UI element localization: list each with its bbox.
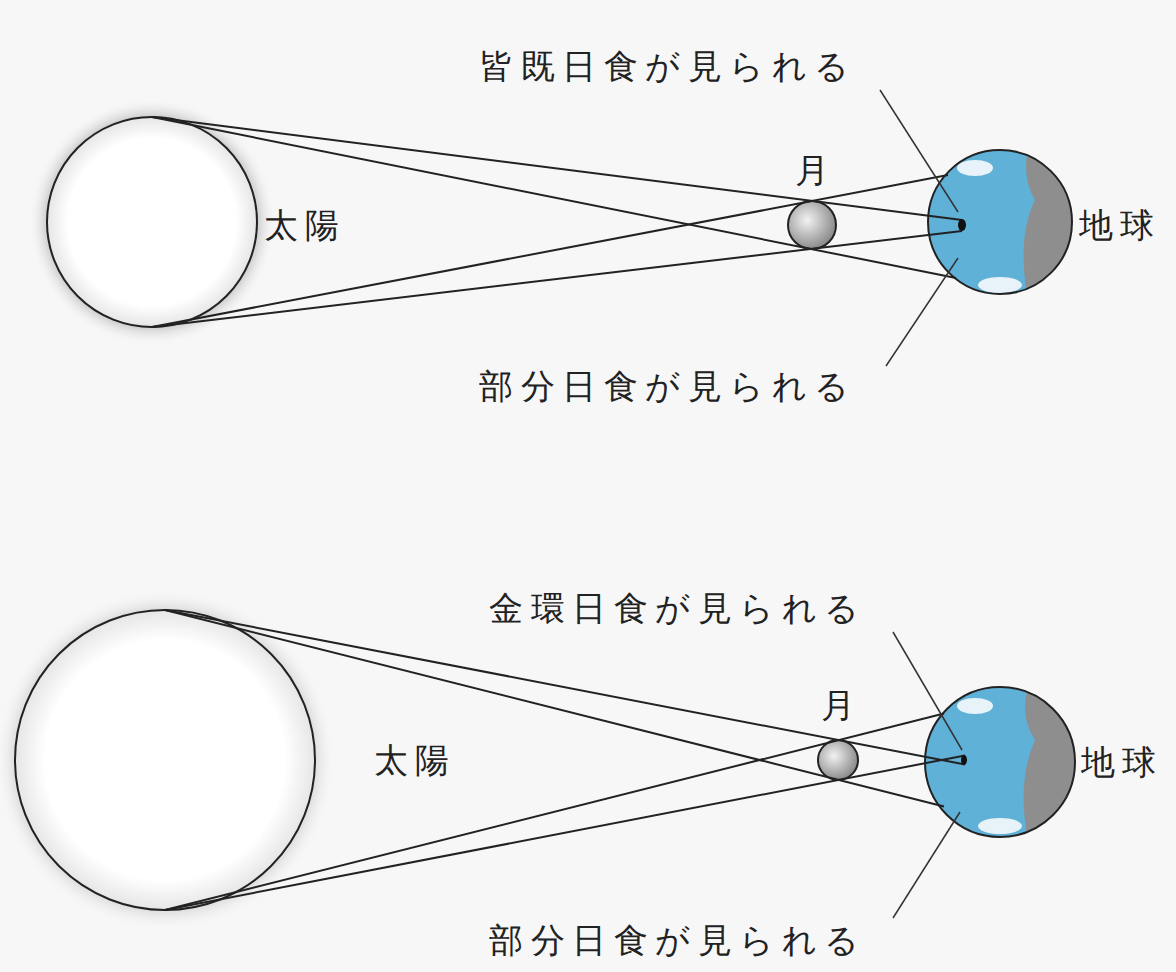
caption-text: 部分日食が見られる xyxy=(489,920,866,961)
moon xyxy=(788,201,836,249)
leader-lines xyxy=(893,632,962,918)
sun xyxy=(15,610,315,910)
caption-text: 部分日食が見られる xyxy=(479,366,856,407)
caption-text: 金環日食が見られる xyxy=(489,588,866,629)
caption-text: 皆既日食が見られる xyxy=(479,46,856,87)
part-name: 太陽 xyxy=(374,740,457,781)
earth xyxy=(920,140,1080,310)
shadow-lines xyxy=(165,610,965,910)
moon xyxy=(818,740,858,780)
sun-glow xyxy=(0,588,337,932)
shadow-lines xyxy=(152,117,962,327)
umbra-spot xyxy=(958,219,966,231)
umbra-spot xyxy=(961,755,967,765)
part-name: 月 xyxy=(795,150,829,191)
sun xyxy=(47,117,257,327)
leader-lines xyxy=(880,90,958,366)
part-name: 太陽 xyxy=(264,205,347,246)
part-name: 月 xyxy=(821,685,855,726)
part-name: 地球 xyxy=(1079,205,1162,246)
part-name: 地球 xyxy=(1081,742,1164,783)
earth xyxy=(920,680,1080,850)
